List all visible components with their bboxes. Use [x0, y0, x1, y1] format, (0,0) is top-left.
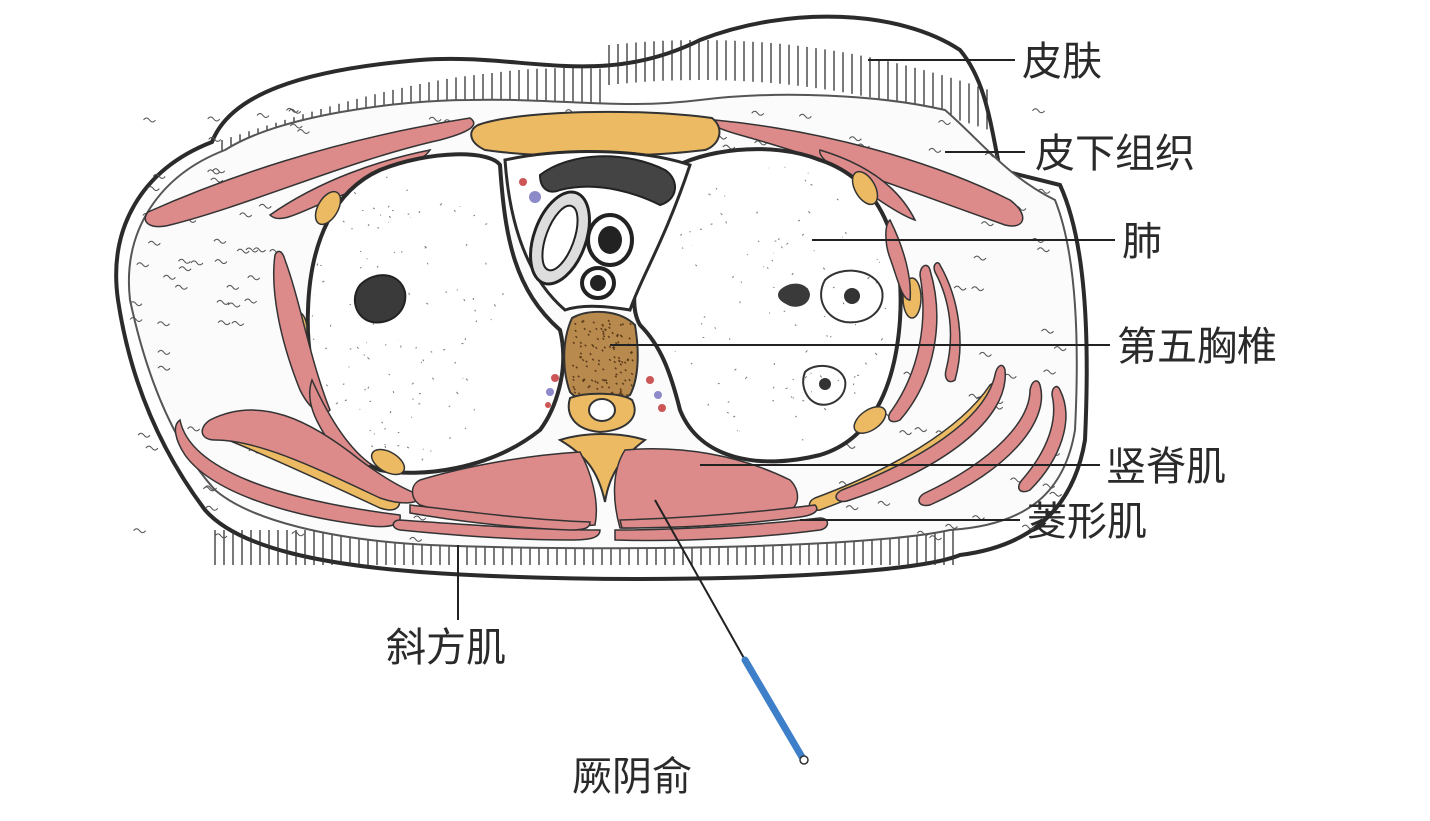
- left-lung-bronchus: [353, 274, 407, 324]
- vessel-purple-3: [654, 391, 662, 399]
- label-t5: 第五胸椎: [1117, 324, 1277, 370]
- mediastinum: [503, 150, 692, 312]
- left-back-muscle: [174, 418, 401, 528]
- aortic-arch: [538, 155, 676, 207]
- right-lung-bronchus-2: [802, 364, 847, 406]
- needle-handle: [741, 656, 806, 761]
- left-pectoral-muscle: [144, 117, 475, 228]
- left-trapezius: [392, 519, 601, 541]
- vertebral-body-texture: [571, 319, 634, 397]
- right-lung-bronchus-2-core: [819, 378, 831, 390]
- right-back-muscle: [918, 380, 1043, 507]
- label-rhomboid: 菱形肌: [1027, 499, 1147, 545]
- right-lung-vessel-core: [844, 288, 860, 304]
- rib: [370, 448, 406, 476]
- vessel-red-3: [646, 376, 654, 384]
- paravertebral-vessels: [545, 374, 666, 412]
- vessel-red-4: [658, 404, 666, 412]
- esophagus-lumen: [590, 275, 606, 291]
- right-lung-vessel-ring: [820, 269, 884, 324]
- label-lung: 肺: [1122, 219, 1162, 265]
- rib: [314, 190, 342, 226]
- label-trapezius: 斜方肌: [386, 625, 506, 671]
- right-rhomboid: [619, 504, 818, 529]
- right-lung-bronchus-1: [778, 283, 810, 307]
- sternum: [470, 110, 721, 157]
- acupuncture-needle: [654, 499, 809, 765]
- right-trapezius: [614, 517, 829, 542]
- vessel-purple-2: [546, 388, 554, 396]
- right-serratus: [888, 264, 938, 423]
- right-serratus-2: [933, 262, 961, 383]
- right-lung: [632, 147, 903, 464]
- vessel-red-5: [545, 402, 551, 408]
- spinal-cord: [588, 398, 616, 422]
- vertebral-body: [563, 310, 639, 403]
- left-serratus: [272, 250, 331, 414]
- leader-lines: [457, 59, 1115, 620]
- rib: [853, 406, 887, 434]
- back-muscles: [174, 218, 1067, 542]
- label-acupoint: 厥阴俞: [572, 754, 692, 800]
- needle-shaft: [654, 499, 746, 661]
- label-skin: 皮肤: [1022, 39, 1102, 85]
- left-erector-spinae: [411, 451, 598, 528]
- needle-tip-ring: [799, 755, 809, 765]
- right-back-muscle-2: [1018, 385, 1067, 493]
- vessel-red-1: [519, 178, 527, 186]
- left-latissimus: [201, 409, 421, 504]
- lungs: [305, 147, 903, 475]
- right-latissimus: [835, 364, 1006, 503]
- left-lung: [305, 152, 566, 475]
- aorta-lumen: [541, 204, 579, 272]
- left-rhomboid: [409, 504, 591, 531]
- trachea-lumen: [598, 226, 622, 254]
- vessel-red-2: [551, 374, 559, 382]
- label-erector: 竖脊肌: [1106, 444, 1226, 490]
- label-subcutaneous: 皮下组织: [1035, 131, 1195, 177]
- vessel-purple-1: [529, 191, 541, 203]
- rib: [851, 170, 879, 206]
